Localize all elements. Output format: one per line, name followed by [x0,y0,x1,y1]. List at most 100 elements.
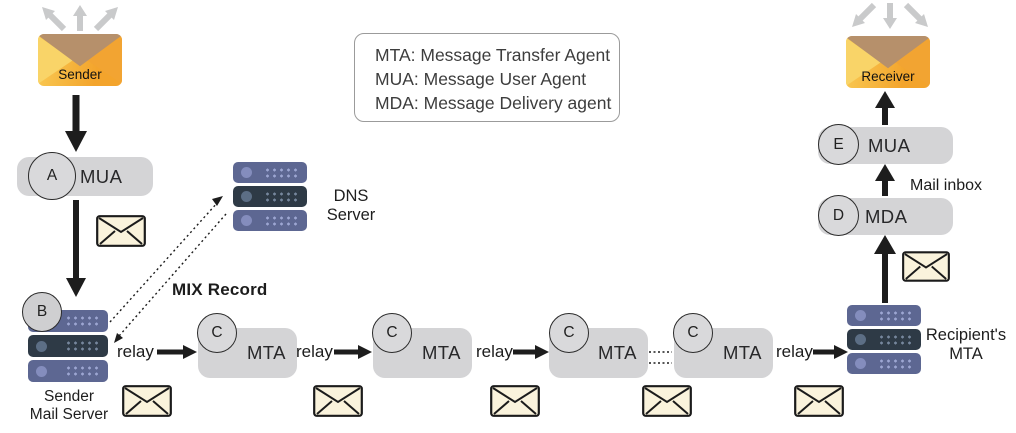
sender-server-label-line2: Mail Server [29,405,109,423]
sender-server-label: Sender Mail Server [9,388,129,424]
mix-record-label: MIX Record [172,280,268,299]
receiver-envelope-icon: Receiver [846,36,930,88]
mua-receiver-label: MUA [868,134,911,156]
badge-e-letter: E [833,135,844,153]
server-led [855,310,866,321]
badge-d-letter: D [832,206,845,224]
outgoing-arrows-icon [42,5,118,32]
server-unit [28,360,108,382]
badge-a-letter: A [46,167,58,184]
arrowhead-icon [183,345,197,359]
relay-label-2: relay [296,342,333,361]
server-unit [233,210,307,231]
arrowhead-icon [834,345,848,359]
mua-label: MUA [80,165,123,187]
sender-envelope-icon: Sender [38,34,122,86]
server-led [855,358,866,369]
legend-line-mua: MUA: Message User Agent [375,69,587,90]
server-vents [65,315,100,327]
arrowhead-icon [66,278,86,297]
badge-a: A [28,152,76,200]
mta-label: MTA [247,342,286,363]
server-led [36,365,47,377]
server-vents [264,190,299,203]
arrowhead-icon [358,345,372,359]
mta-label: MTA [422,342,461,363]
server-unit [847,353,921,374]
arrowhead-icon [875,91,895,108]
badge-c-letter: C [687,324,699,341]
server-unit [233,162,307,183]
server-led [855,334,866,345]
server-vents [264,214,299,227]
mail-envelope-icon [902,251,950,282]
relay-label-3: relay [476,342,513,361]
server-unit [847,329,921,350]
server-led [36,340,47,352]
arrowhead-icon [114,333,123,343]
server-unit [233,186,307,207]
server-unit [28,335,108,357]
server-led [241,215,252,226]
dns-label-line1: DNS [333,187,369,205]
arrowhead-icon [875,164,895,181]
dotted-arrow-query-dns [109,201,219,323]
sender-server-label-line1: Sender [44,388,94,405]
recipient-mta-server-icon [847,305,921,374]
mail-envelope-icon [122,385,172,417]
server-vents [878,357,913,370]
server-led [241,191,252,202]
mta-ellipsis-lines [649,351,672,364]
badge-c-letter: C [211,324,223,341]
mta-label: MTA [598,342,637,363]
sender-mail-server-icon [28,310,108,382]
badge-b-letter: B [36,303,48,320]
sender-label: Sender [58,67,102,82]
mail-envelope-icon [313,385,363,417]
dns-query-arrows [109,196,227,343]
arrowhead-icon [535,345,549,359]
badge-c-4: C [673,313,713,353]
mail-envelope-icon [490,385,540,417]
legend-line-mta: MTA: Message Transfer Agent [375,45,611,65]
legend-box: MTA: Message Transfer Agent MUA: Message… [354,33,620,122]
server-vents [65,365,100,377]
badge-c-1: C [197,313,237,353]
server-led [241,167,252,178]
recipient-label-line1: Recipient's [925,326,1007,344]
mda-label: MDA [865,205,908,227]
arrowhead-icon [212,196,223,206]
recipient-mta-label: Recipient's MTA [918,326,1014,365]
server-vents [878,309,913,322]
arrowhead-icon [65,131,87,152]
mta-label: MTA [723,342,762,363]
recipient-label-line2: MTA [949,345,983,364]
dns-server-icon [233,162,307,231]
mail-envelope-icon [642,385,692,417]
receiver-label: Receiver [861,69,915,84]
server-vents [65,340,100,352]
dotted-arrow-dns-response [118,213,227,337]
server-unit [847,305,921,326]
badge-c-2: C [372,313,412,353]
mail-envelope-icon [96,215,146,247]
badge-c-letter: C [386,324,398,341]
badge-e: E [818,124,859,165]
black-arrows [65,91,896,359]
badge-c-letter: C [563,324,575,341]
badge-b: B [22,292,62,332]
server-vents [264,166,299,179]
server-vents [878,333,913,346]
dns-label-line2: Server [326,206,376,225]
badge-d: D [818,195,859,236]
mail-envelope-icon [794,385,844,417]
incoming-arrows-icon [852,2,928,29]
badge-c-3: C [549,313,589,353]
relay-label-1: relay [117,342,154,361]
relay-label-4: relay [776,342,813,361]
arrowhead-icon [874,235,896,254]
legend-line-mda: MDA: Message Delivery agent [375,93,612,114]
dns-server-label: DNS Server [323,187,379,226]
